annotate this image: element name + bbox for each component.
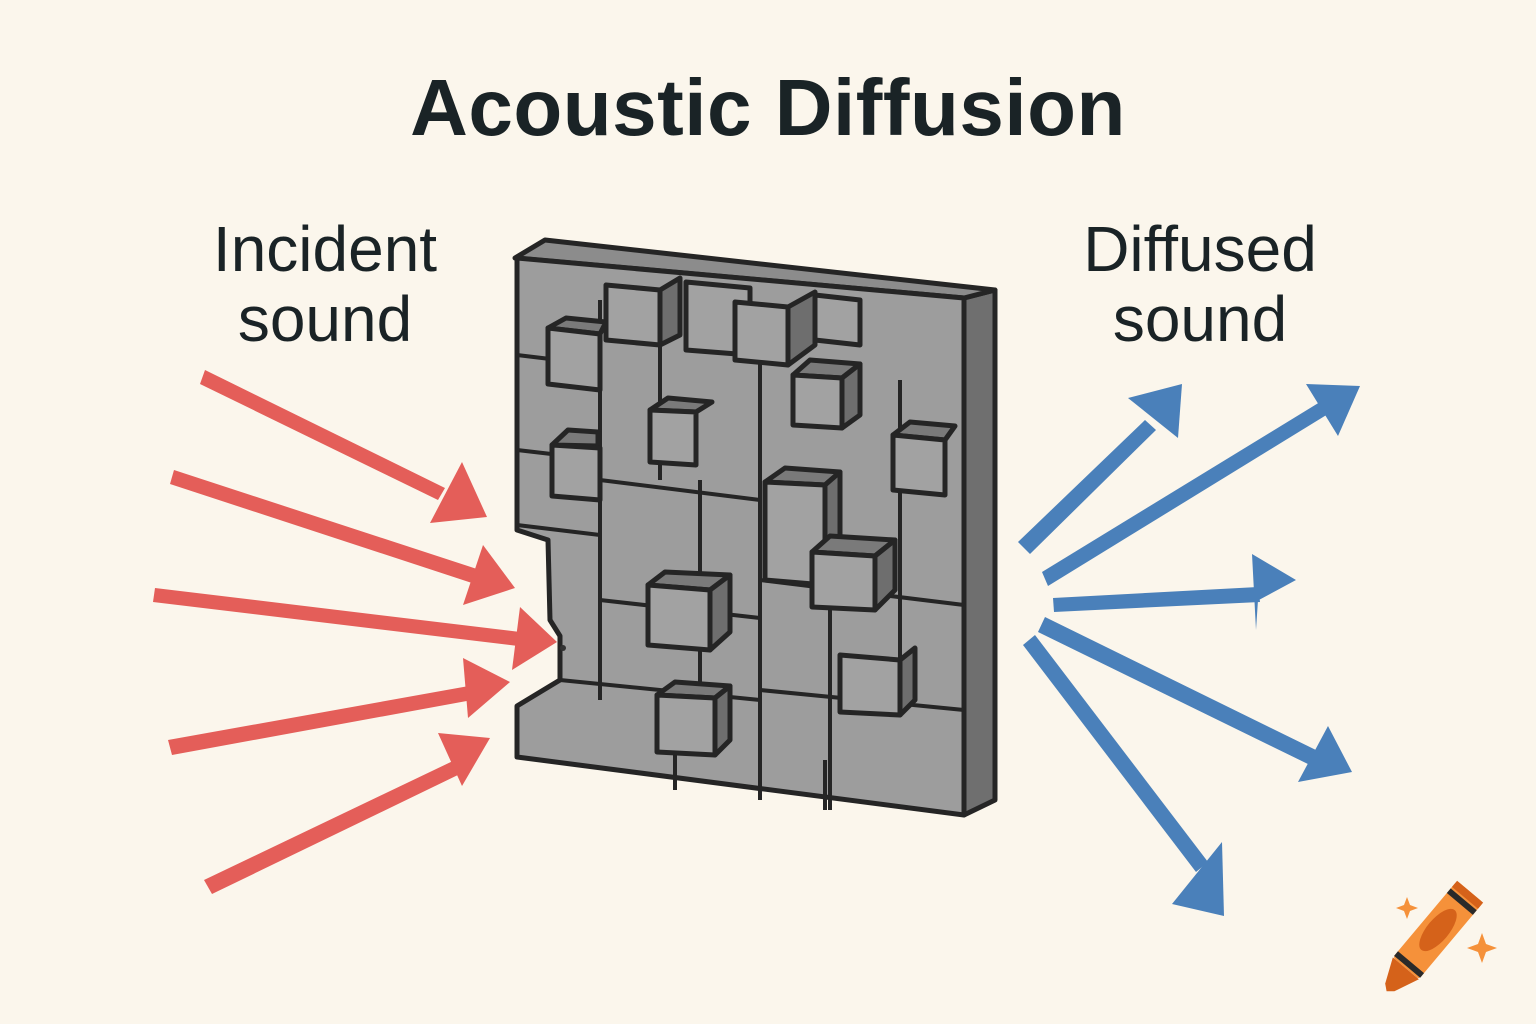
sparkle-icon xyxy=(1467,933,1497,963)
block xyxy=(890,419,958,498)
incident-arrow-2 xyxy=(170,470,515,605)
block xyxy=(790,357,863,431)
incident-sound-label: Incident sound xyxy=(180,214,470,354)
crayon-logo-icon xyxy=(1385,880,1497,992)
block xyxy=(549,427,603,503)
diffused-sound-label: Diffused sound xyxy=(1050,214,1350,354)
diffused-arrow-2 xyxy=(1042,384,1360,586)
incident-label-line-1: Incident xyxy=(212,213,438,285)
panel-side xyxy=(961,287,998,818)
block xyxy=(603,275,683,348)
incident-arrow-4 xyxy=(168,658,510,755)
diffused-arrow-4 xyxy=(1038,617,1352,782)
block xyxy=(645,569,733,653)
diffused-arrow-5 xyxy=(1023,635,1224,916)
diffused-arrow-1 xyxy=(1018,384,1182,554)
block xyxy=(809,533,898,613)
diffused-label-line-1: Diffused xyxy=(1083,213,1317,285)
block xyxy=(647,395,715,468)
incident-arrows xyxy=(153,370,557,894)
incident-arrow-1 xyxy=(200,370,487,523)
diffused-arrow-3 xyxy=(1053,554,1296,630)
incident-arrow-3 xyxy=(153,588,557,670)
block xyxy=(654,679,733,758)
incident-label-line-2: sound xyxy=(237,283,413,355)
diffused-arrows xyxy=(1018,384,1360,916)
diffused-label-line-2: sound xyxy=(1112,283,1288,355)
incident-arrow-5 xyxy=(204,733,490,894)
diagram-title: Acoustic Diffusion xyxy=(410,63,1126,152)
diffuser-panel xyxy=(512,237,998,818)
panel-hole xyxy=(560,645,566,651)
sparkle-icon xyxy=(1396,897,1418,919)
block xyxy=(545,315,609,393)
block xyxy=(785,289,863,368)
block xyxy=(837,645,918,718)
block xyxy=(732,299,791,368)
diffuser-blocks xyxy=(545,275,958,758)
